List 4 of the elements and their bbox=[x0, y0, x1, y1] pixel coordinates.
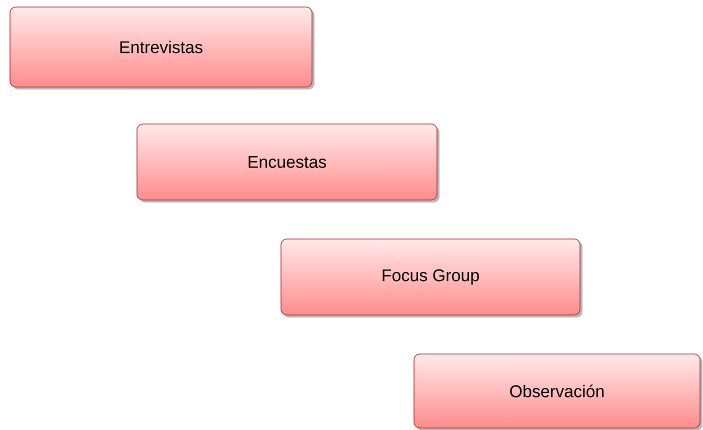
process-box: Focus Group bbox=[280, 238, 582, 318]
process-box: Observación bbox=[414, 354, 702, 430]
process-box: Encuestas bbox=[136, 124, 440, 202]
process-box: Entrevistas bbox=[10, 6, 314, 90]
